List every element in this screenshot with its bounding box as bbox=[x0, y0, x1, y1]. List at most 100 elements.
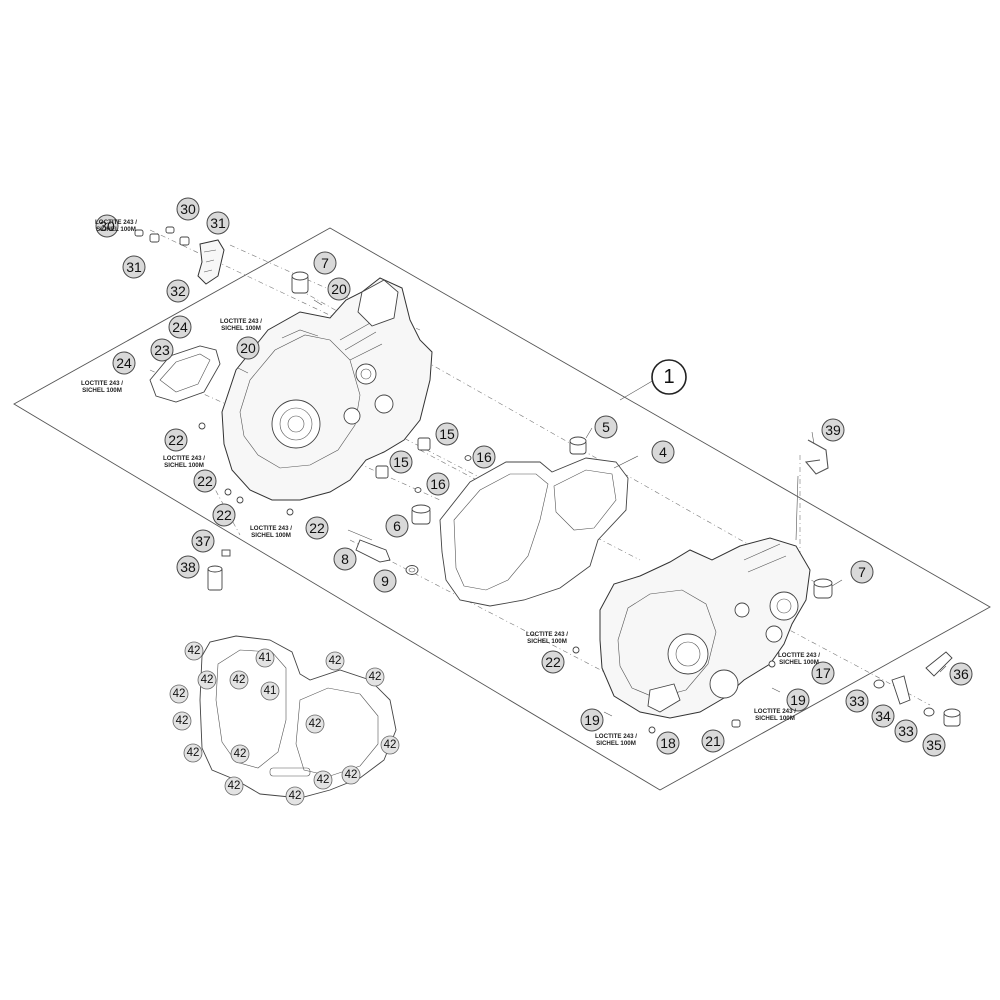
callout-g42c: 42 bbox=[197, 670, 217, 690]
callout-number: 9 bbox=[381, 573, 389, 589]
note-line-1: LOCTITE 243 / bbox=[778, 652, 820, 659]
callout-bubble bbox=[197, 670, 217, 690]
callout-c33a: 33 bbox=[845, 689, 869, 713]
callout-number: 8 bbox=[341, 551, 349, 567]
callout-g42d: 42 bbox=[229, 670, 249, 690]
callout-bubble bbox=[821, 418, 845, 442]
callout-number: 42 bbox=[234, 748, 247, 760]
callout-bubble bbox=[580, 708, 604, 732]
callout-c34: 34 bbox=[871, 704, 895, 728]
leader-lines bbox=[585, 379, 947, 673]
callout-c22b: 22 bbox=[193, 469, 217, 493]
callout-number: 42 bbox=[317, 774, 330, 786]
callout-c8: 8 bbox=[333, 547, 357, 571]
callout-c36: 36 bbox=[949, 662, 973, 686]
callout-bubble bbox=[651, 440, 675, 464]
callout-number: 41 bbox=[264, 685, 277, 697]
loctite-note: LOCTITE 243 /SICHEL 100M bbox=[81, 380, 123, 394]
callout-g42j: 42 bbox=[380, 735, 400, 755]
callout-c22c: 22 bbox=[212, 503, 236, 527]
callout-number: 15 bbox=[393, 454, 409, 470]
callout-bubble bbox=[230, 744, 250, 764]
callout-number: 42 bbox=[345, 769, 358, 781]
callout-c21: 21 bbox=[701, 729, 725, 753]
callout-bubble bbox=[285, 786, 305, 806]
callout-bubble bbox=[845, 689, 869, 713]
callout-c30a: 30 bbox=[176, 197, 200, 221]
callout-number: 22 bbox=[168, 432, 184, 448]
callout-bubble bbox=[333, 547, 357, 571]
callout-bubble bbox=[206, 211, 230, 235]
callout-bubble bbox=[168, 315, 192, 339]
callout-c24b: 24 bbox=[112, 351, 136, 375]
callout-bubble bbox=[811, 661, 835, 685]
callout-bubble bbox=[169, 684, 189, 704]
note-line-2: SICHEL 100M bbox=[82, 387, 122, 394]
callout-number: 4 bbox=[659, 444, 667, 460]
callout-number: 39 bbox=[825, 422, 841, 438]
callout-number: 42 bbox=[329, 655, 342, 667]
callout-g42k: 42 bbox=[230, 744, 250, 764]
callout-c17: 17 bbox=[811, 661, 835, 685]
callout-number: 33 bbox=[898, 723, 914, 739]
callout-bubble bbox=[166, 279, 190, 303]
note-line-2: SICHEL 100M bbox=[164, 462, 204, 469]
callout-bubble bbox=[255, 648, 275, 668]
note-line-1: LOCTITE 243 / bbox=[595, 733, 637, 740]
callout-c7b: 7 bbox=[850, 560, 874, 584]
loctite-note: LOCTITE 243 /SICHEL 100M bbox=[526, 631, 568, 645]
breather-fittings bbox=[873, 651, 961, 727]
callout-bubble bbox=[922, 733, 946, 757]
callout-bubble bbox=[305, 516, 329, 540]
callout-g42m: 42 bbox=[313, 770, 333, 790]
loctite-note: LOCTITE 243 /SICHEL 100M bbox=[778, 652, 820, 666]
callout-bubble bbox=[871, 704, 895, 728]
callout-g42e: 42 bbox=[365, 667, 385, 687]
callout-number: 22 bbox=[197, 473, 213, 489]
callout-g42a: 42 bbox=[184, 641, 204, 661]
callout-number: 20 bbox=[331, 281, 347, 297]
callout-c32: 32 bbox=[166, 279, 190, 303]
callout-bubble bbox=[176, 197, 200, 221]
callout-bubble bbox=[176, 555, 200, 579]
callout-number: 30 bbox=[99, 218, 115, 234]
callout-c15b: 15 bbox=[389, 450, 413, 474]
callout-number: 32 bbox=[170, 283, 186, 299]
gasket-set bbox=[199, 635, 397, 799]
note-line-2: SICHEL 100M bbox=[251, 532, 291, 539]
left-crankcase-half bbox=[221, 277, 433, 501]
callout-c37: 37 bbox=[191, 529, 215, 553]
note-line-2: SICHEL 100M bbox=[527, 638, 567, 645]
callout-bubble bbox=[183, 743, 203, 763]
callout-number: 36 bbox=[953, 666, 969, 682]
callout-bubble bbox=[389, 450, 413, 474]
callout-number: 24 bbox=[116, 355, 132, 371]
callout-number: 17 bbox=[815, 665, 831, 681]
callout-c22d: 22 bbox=[305, 516, 329, 540]
loctite-note: LOCTITE 243 /SICHEL 100M bbox=[220, 318, 262, 332]
callout-number: 22 bbox=[545, 654, 561, 670]
callout-c35: 35 bbox=[922, 733, 946, 757]
callout-g42i: 42 bbox=[183, 743, 203, 763]
left-hardware bbox=[198, 271, 323, 591]
callout-g41b: 41 bbox=[260, 681, 280, 701]
callout-bubble bbox=[949, 662, 973, 686]
callout-bubble bbox=[656, 731, 680, 755]
callout-bubble bbox=[594, 415, 618, 439]
callout-number: 7 bbox=[858, 564, 866, 580]
callout-c39: 39 bbox=[821, 418, 845, 442]
callout-g42b: 42 bbox=[325, 651, 345, 671]
callout-c15a: 15 bbox=[435, 422, 459, 446]
callout-bubble bbox=[191, 529, 215, 553]
callout-c23: 23 bbox=[150, 338, 174, 362]
callout-bubble bbox=[541, 650, 565, 674]
callout-number: 22 bbox=[309, 520, 325, 536]
callout-number: 31 bbox=[126, 259, 142, 275]
callout-number: 21 bbox=[705, 733, 721, 749]
loctite-note: LOCTITE 243 /SICHEL 100M bbox=[754, 708, 796, 722]
callout-c31b: 31 bbox=[122, 255, 146, 279]
callout-bubble bbox=[786, 688, 810, 712]
callout-bubble bbox=[184, 641, 204, 661]
callout-c33b: 33 bbox=[894, 719, 918, 743]
